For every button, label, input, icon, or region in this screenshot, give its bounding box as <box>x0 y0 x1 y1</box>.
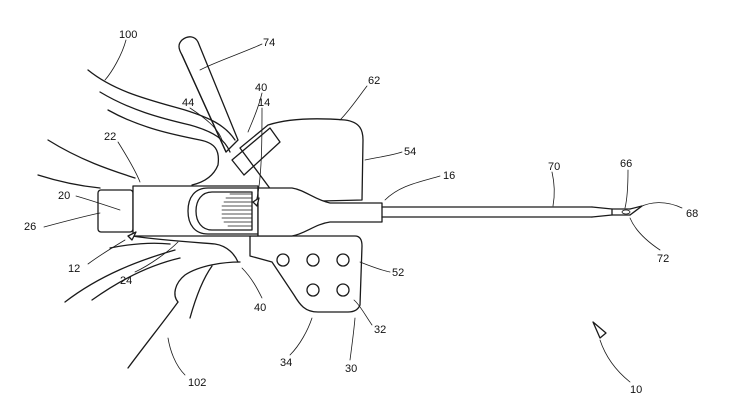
tab-74-edge <box>181 54 227 153</box>
lower-thumb-edge <box>127 301 179 369</box>
label-34: 34 <box>280 357 292 369</box>
tab-74-outline <box>178 36 239 153</box>
upper-finger-top <box>87 69 236 141</box>
lower-thumb-tip <box>174 261 241 303</box>
wing-52-body <box>249 235 363 313</box>
label-54: 54 <box>404 146 416 158</box>
lower-hand-outline <box>64 235 241 369</box>
upper-palm-edge <box>37 174 101 189</box>
label-52: 52 <box>392 267 404 279</box>
label-66: 66 <box>620 158 632 170</box>
label-14: 14 <box>258 97 270 109</box>
lower-finger-top <box>131 235 239 263</box>
label-40-lower: 40 <box>254 302 266 314</box>
label-68: 68 <box>686 208 698 220</box>
upper-tab-74 <box>178 36 239 153</box>
lower-thumb-inner <box>189 265 213 319</box>
lower-finger-c <box>64 249 176 303</box>
needle-70 <box>381 205 643 218</box>
chamber-ribs <box>221 193 253 227</box>
label-100: 100 <box>119 29 137 41</box>
label-62: 62 <box>368 75 380 87</box>
label-12: 12 <box>68 263 80 275</box>
lower-finger-b <box>109 242 171 249</box>
wing-62-post <box>231 127 281 176</box>
upper-finger-mid <box>99 91 231 153</box>
wing-hole <box>306 283 320 297</box>
label-16: 16 <box>443 170 455 182</box>
wing-hole <box>306 253 320 267</box>
label-20: 20 <box>58 190 70 202</box>
needle-eye <box>621 209 631 215</box>
label-70: 70 <box>548 161 560 173</box>
label-40-upper: 40 <box>255 82 267 94</box>
label-10: 10 <box>630 384 642 396</box>
label-24: 24 <box>120 275 132 287</box>
upper-wing-62 <box>231 118 364 203</box>
label-74: 74 <box>263 37 275 49</box>
label-44: 44 <box>182 97 194 109</box>
wing-hole <box>336 283 350 297</box>
label-32: 32 <box>374 324 386 336</box>
needle-bevel-68 <box>629 205 643 216</box>
label-30: 30 <box>345 363 357 375</box>
lower-finger-d <box>91 257 181 301</box>
catheter-taper <box>591 206 613 218</box>
arrowhead-12 <box>127 231 137 241</box>
arrowhead-14 <box>252 197 260 207</box>
reference-numerals: 100 74 40 44 14 62 22 54 16 70 66 20 26 … <box>24 29 698 396</box>
upper-hand-outline <box>37 69 236 189</box>
wing-62-body <box>239 118 364 203</box>
leader-lines <box>43 39 683 383</box>
upper-finger-lower <box>47 139 136 179</box>
label-26: 26 <box>24 221 36 233</box>
label-72: 72 <box>657 253 669 265</box>
arrowhead-10 <box>592 321 607 339</box>
device-body <box>97 185 383 237</box>
label-22: 22 <box>104 131 116 143</box>
chamber-inner <box>195 191 253 231</box>
hub-16 <box>257 187 383 237</box>
lower-wing-52 <box>249 235 363 313</box>
rear-cap-26 <box>97 189 134 233</box>
label-102: 102 <box>188 377 206 389</box>
wing-hole <box>336 253 350 267</box>
upper-thumb-tip <box>107 109 220 186</box>
wing-hole <box>276 253 290 267</box>
